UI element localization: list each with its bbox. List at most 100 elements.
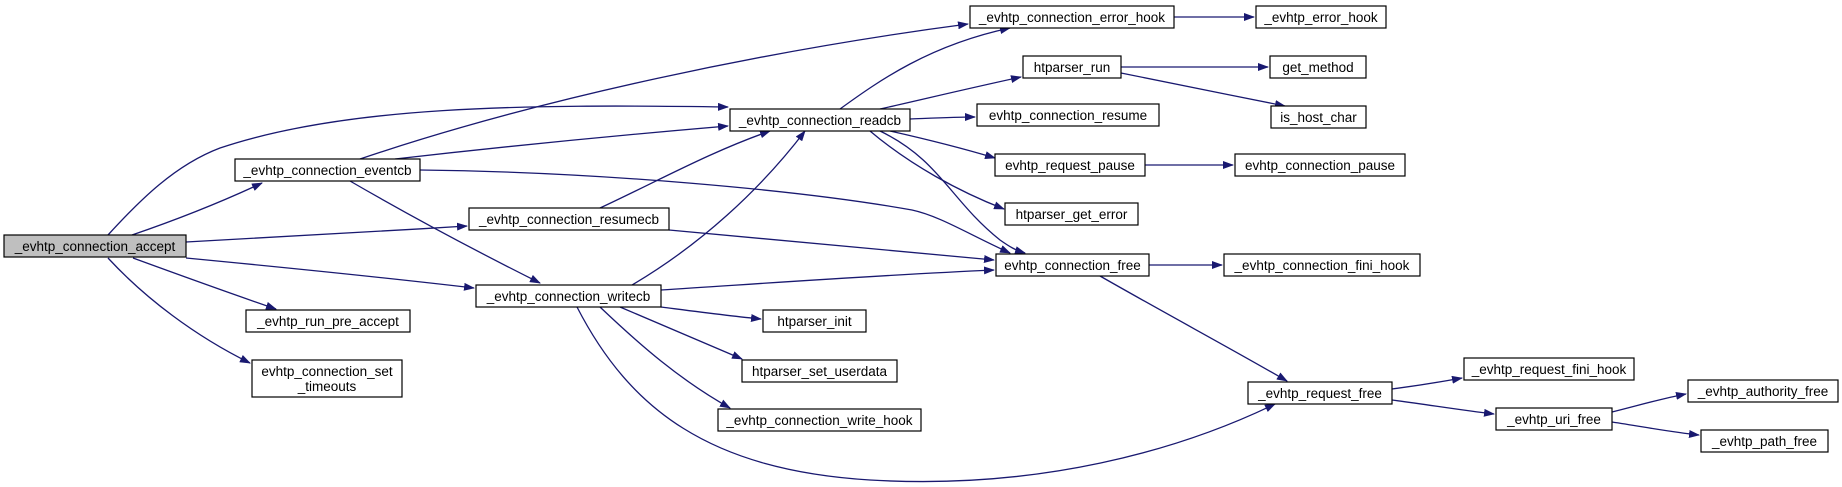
- node-req_pause[interactable]: evhtp_request_pause: [994, 153, 1146, 177]
- node-box[interactable]: [1700, 429, 1829, 453]
- node-label: evhtp_connection_resume: [989, 108, 1147, 123]
- node-box[interactable]: [969, 5, 1175, 29]
- node-htparser_init[interactable]: htparser_init: [762, 309, 867, 333]
- node-conn_resume[interactable]: evhtp_connection_resume: [976, 103, 1160, 127]
- node-box[interactable]: [251, 359, 403, 398]
- node-box[interactable]: [717, 408, 922, 432]
- node-box[interactable]: [245, 309, 411, 333]
- node-set_timeouts[interactable]: evhtp_connection_set_timeouts: [251, 359, 403, 398]
- node-label: _evhtp_error_hook: [1263, 10, 1378, 25]
- node-accept[interactable]: _evhtp_connection_accept: [3, 234, 187, 258]
- edge-accept-to-resumecb: [185, 222, 468, 243]
- node-box[interactable]: [1022, 55, 1122, 79]
- edge-line: [419, 169, 1011, 254]
- edge-eventcb-to-readcb: [394, 122, 729, 160]
- node-box[interactable]: [1004, 202, 1139, 226]
- node-readcb[interactable]: _evhtp_connection_readcb: [729, 108, 911, 132]
- node-error_hook[interactable]: _evhtp_connection_error_hook: [969, 5, 1175, 29]
- node-label: _evhtp_path_free: [1711, 434, 1817, 449]
- node-label: _evhtp_connection_accept: [14, 239, 176, 254]
- node-box[interactable]: [995, 253, 1150, 277]
- edge-eventcb-to-writecb: [349, 180, 541, 284]
- node-label: htparser_get_error: [1016, 207, 1128, 222]
- edge-writecb-to-req_free: [576, 306, 1276, 483]
- node-req_free[interactable]: _evhtp_request_free: [1247, 381, 1393, 405]
- edge-line: [1611, 391, 1687, 413]
- edge-uri_free-to-authority_free: [1611, 391, 1687, 413]
- nodes-layer: _evhtp_connection_accept _evhtp_connectio…: [3, 5, 1839, 453]
- node-box[interactable]: [1234, 153, 1406, 177]
- edge-line: [131, 182, 263, 236]
- node-eventcb[interactable]: _evhtp_connection_eventcb: [234, 158, 421, 182]
- edge-req_free-to-uri_free: [1391, 399, 1495, 417]
- node-get_method[interactable]: get_method: [1269, 55, 1367, 79]
- node-set_userdata[interactable]: htparser_set_userdata: [741, 359, 898, 383]
- edge-resumecb-to-readcb: [599, 130, 771, 209]
- edge-line: [349, 180, 541, 284]
- node-htparser_run[interactable]: htparser_run: [1022, 55, 1122, 79]
- edge-line: [909, 113, 976, 122]
- node-path_free[interactable]: _evhtp_path_free: [1700, 429, 1829, 453]
- node-box[interactable]: [475, 284, 662, 308]
- node-write_hook[interactable]: _evhtp_connection_write_hook: [717, 408, 922, 432]
- node-box[interactable]: [1223, 253, 1421, 277]
- edge-line: [1391, 375, 1463, 390]
- edge-req_free-to-req_fini_hook: [1391, 375, 1463, 390]
- node-conn_free[interactable]: evhtp_connection_free: [995, 253, 1150, 277]
- edge-accept-to-run_pre_accept: [132, 257, 277, 310]
- edge-line: [1611, 421, 1700, 438]
- edge-readcb-to-get_error: [869, 130, 1005, 210]
- node-box[interactable]: [468, 207, 670, 231]
- node-conn_pause[interactable]: evhtp_connection_pause: [1234, 153, 1406, 177]
- node-box[interactable]: [994, 153, 1146, 177]
- edge-line: [889, 130, 996, 159]
- node-box[interactable]: [1463, 357, 1635, 381]
- edge-writecb-to-write_hook: [599, 306, 731, 409]
- edge-line: [660, 266, 995, 291]
- edge-uri_free-to-path_free: [1611, 421, 1700, 438]
- edge-accept-to-eventcb: [131, 182, 263, 236]
- node-box[interactable]: [1270, 105, 1367, 129]
- node-box[interactable]: [1687, 379, 1839, 403]
- node-box[interactable]: [3, 234, 187, 258]
- edge-line: [869, 130, 1005, 210]
- node-fini_hook[interactable]: _evhtp_connection_fini_hook: [1223, 253, 1421, 277]
- node-box[interactable]: [762, 309, 867, 333]
- edge-writecb-to-htparser_init: [660, 306, 762, 323]
- node-resumecb[interactable]: _evhtp_connection_resumecb: [468, 207, 670, 231]
- edge-line: [359, 21, 969, 160]
- node-is_host_char[interactable]: is_host_char: [1270, 105, 1367, 129]
- node-box[interactable]: [1255, 5, 1387, 29]
- node-box[interactable]: [729, 108, 911, 132]
- edge-line: [660, 306, 762, 323]
- node-label: evhtp_request_pause: [1005, 158, 1135, 173]
- node-box[interactable]: [234, 158, 421, 182]
- node-box[interactable]: [976, 103, 1160, 127]
- node-writecb[interactable]: _evhtp_connection_writecb: [475, 284, 662, 308]
- edge-readcb-to-conn_resume: [909, 113, 976, 122]
- node-box[interactable]: [1495, 407, 1613, 431]
- node-uri_free[interactable]: _evhtp_uri_free: [1495, 407, 1613, 431]
- node-run_pre_accept[interactable]: _evhtp_run_pre_accept: [245, 309, 411, 333]
- edges-layer: [107, 13, 1700, 483]
- edge-line: [631, 130, 806, 286]
- node-label: htparser_set_userdata: [752, 364, 888, 379]
- node-get_error[interactable]: htparser_get_error: [1004, 202, 1139, 226]
- node-box[interactable]: [1247, 381, 1393, 405]
- edge-resumecb-to-conn_free: [668, 229, 995, 264]
- node-box[interactable]: [1269, 55, 1367, 79]
- edge-line: [1120, 72, 1286, 108]
- node-req_fini_hook[interactable]: _evhtp_request_fini_hook: [1463, 357, 1635, 381]
- node-authority_free[interactable]: _evhtp_authority_free: [1687, 379, 1839, 403]
- edge-line: [599, 130, 771, 209]
- node-evhtp_error_hook[interactable]: _evhtp_error_hook: [1255, 5, 1387, 29]
- edge-conn_free-to-req_free: [1099, 275, 1288, 382]
- edge-line: [185, 257, 475, 291]
- node-box[interactable]: [741, 359, 898, 383]
- edge-writecb-to-conn_free: [660, 266, 995, 291]
- edge-writecb-to-set_userdata: [619, 306, 743, 360]
- edge-readcb-to-conn_free: [879, 130, 1026, 254]
- node-label: _evhtp_run_pre_accept: [256, 314, 399, 329]
- edge-line: [394, 122, 729, 160]
